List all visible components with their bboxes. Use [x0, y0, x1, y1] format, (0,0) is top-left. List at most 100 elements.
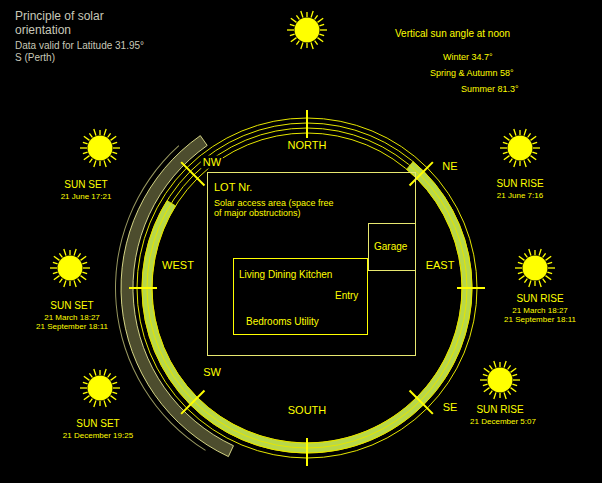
sun-event: SUN SET [50, 301, 93, 311]
sun-ray [89, 133, 92, 137]
sun-ray [111, 136, 117, 140]
direction-tick [410, 391, 433, 414]
sun-time: 21 September 18:11 [504, 316, 576, 324]
sun-ray [483, 374, 488, 376]
note-heading: Vertical sun angle at noon [395, 29, 510, 39]
sun-ray [547, 262, 552, 264]
sun-time: 21 December 5:07 [470, 418, 536, 426]
sun-ray [483, 384, 488, 386]
sun-ray [533, 147, 540, 148]
sun-angle: Spring & Autumn 58° [430, 69, 514, 78]
sun-ray [518, 262, 523, 264]
sun-ray [112, 392, 117, 394]
sun-ray [83, 382, 88, 384]
sun-ray [499, 393, 500, 398]
sun-ray [83, 267, 90, 268]
diagram-title: Principle of solar orientation [15, 10, 140, 38]
sun-ray [512, 374, 517, 376]
sun-ray [104, 160, 106, 167]
compass-circle [147, 128, 467, 448]
sun-ray [484, 368, 490, 372]
sun-ray [301, 42, 303, 49]
sun-ray [531, 136, 537, 140]
sun-ray [494, 361, 496, 368]
sun-ray [504, 361, 506, 368]
house-box: Living Dining KitchenEntryBedrooms Utili… [233, 258, 368, 335]
sun-ray [89, 159, 92, 163]
sun-ray [112, 142, 117, 144]
sun-ray [108, 159, 111, 163]
sun-ray [84, 136, 90, 140]
data-note: Data valid for Latitude 31.95° S (Perth) [15, 40, 150, 63]
sun-ray [509, 133, 512, 137]
sun-ray [83, 392, 88, 394]
sun-ray [519, 256, 525, 260]
sun-event: SUN RISE [516, 294, 563, 304]
sun-ray [503, 152, 508, 154]
sun-ray [319, 34, 324, 36]
sun-ray [89, 373, 92, 377]
sun-ray [512, 384, 517, 386]
sun-ray [319, 24, 324, 26]
sun-symbol [480, 361, 520, 399]
sun-symbol [515, 249, 555, 287]
sun-ray [99, 401, 100, 406]
sun-ray [111, 376, 117, 380]
sun-event: SUN RISE [476, 405, 523, 415]
direction-tick [306, 110, 308, 138]
sun-ray [529, 280, 531, 287]
sun-ray [306, 43, 307, 48]
sun-ray [94, 160, 96, 167]
sun-ray [534, 250, 535, 255]
sun-ray [543, 279, 546, 283]
sun-ray [306, 12, 307, 17]
room-name: Garage [374, 241, 407, 252]
sun-ray [84, 376, 90, 380]
sun-disc [88, 376, 113, 401]
sun-ray [83, 152, 88, 154]
sun-ray [80, 387, 87, 388]
sun-ray [81, 256, 87, 260]
room-names: Living Dining Kitchen [239, 269, 332, 280]
sun-ray [524, 279, 527, 283]
sun-ray [514, 160, 516, 167]
sun-ray [547, 272, 552, 274]
sun-ray [518, 272, 523, 274]
sun-time: 21 June 7:16 [497, 192, 543, 200]
compass-circle [137, 118, 477, 458]
direction-tick [457, 287, 485, 289]
direction-label: SE [441, 401, 460, 414]
sun-ray [69, 281, 70, 286]
sun-ray [94, 369, 96, 376]
sun-disc [488, 368, 513, 393]
sun-ray [534, 281, 535, 286]
sun-event: SUN RISE [496, 179, 543, 189]
sun-ray [311, 11, 313, 18]
sun-ray [59, 253, 62, 257]
sun-symbol [287, 11, 327, 49]
sun-ray [318, 18, 324, 22]
sun-time: 21 September 18:11 [36, 323, 108, 331]
sun-symbol [80, 129, 120, 167]
sun-disc [523, 256, 548, 281]
sun-ray [539, 249, 541, 256]
garage-box: Garage [368, 223, 416, 271]
direction-tick [129, 287, 157, 289]
room-names: Bedrooms Utility [246, 316, 319, 327]
direction-tick [410, 162, 433, 185]
sun-ray [524, 129, 526, 136]
sun-time: 21 December 19:25 [63, 432, 133, 440]
sun-ray [83, 142, 88, 144]
direction-label: NORTH [286, 139, 329, 152]
sun-ray [511, 368, 517, 372]
sun-angle: Summer 81.3° [461, 85, 519, 94]
sun-ray [291, 18, 297, 22]
sun-ray [315, 41, 318, 45]
sun-ray [318, 38, 324, 42]
sun-ray [108, 133, 111, 137]
sun-ray [532, 152, 537, 154]
sun-ray [546, 256, 552, 260]
sun-ray [296, 15, 299, 19]
sun-ray [112, 382, 117, 384]
compass-circle [152, 133, 462, 443]
